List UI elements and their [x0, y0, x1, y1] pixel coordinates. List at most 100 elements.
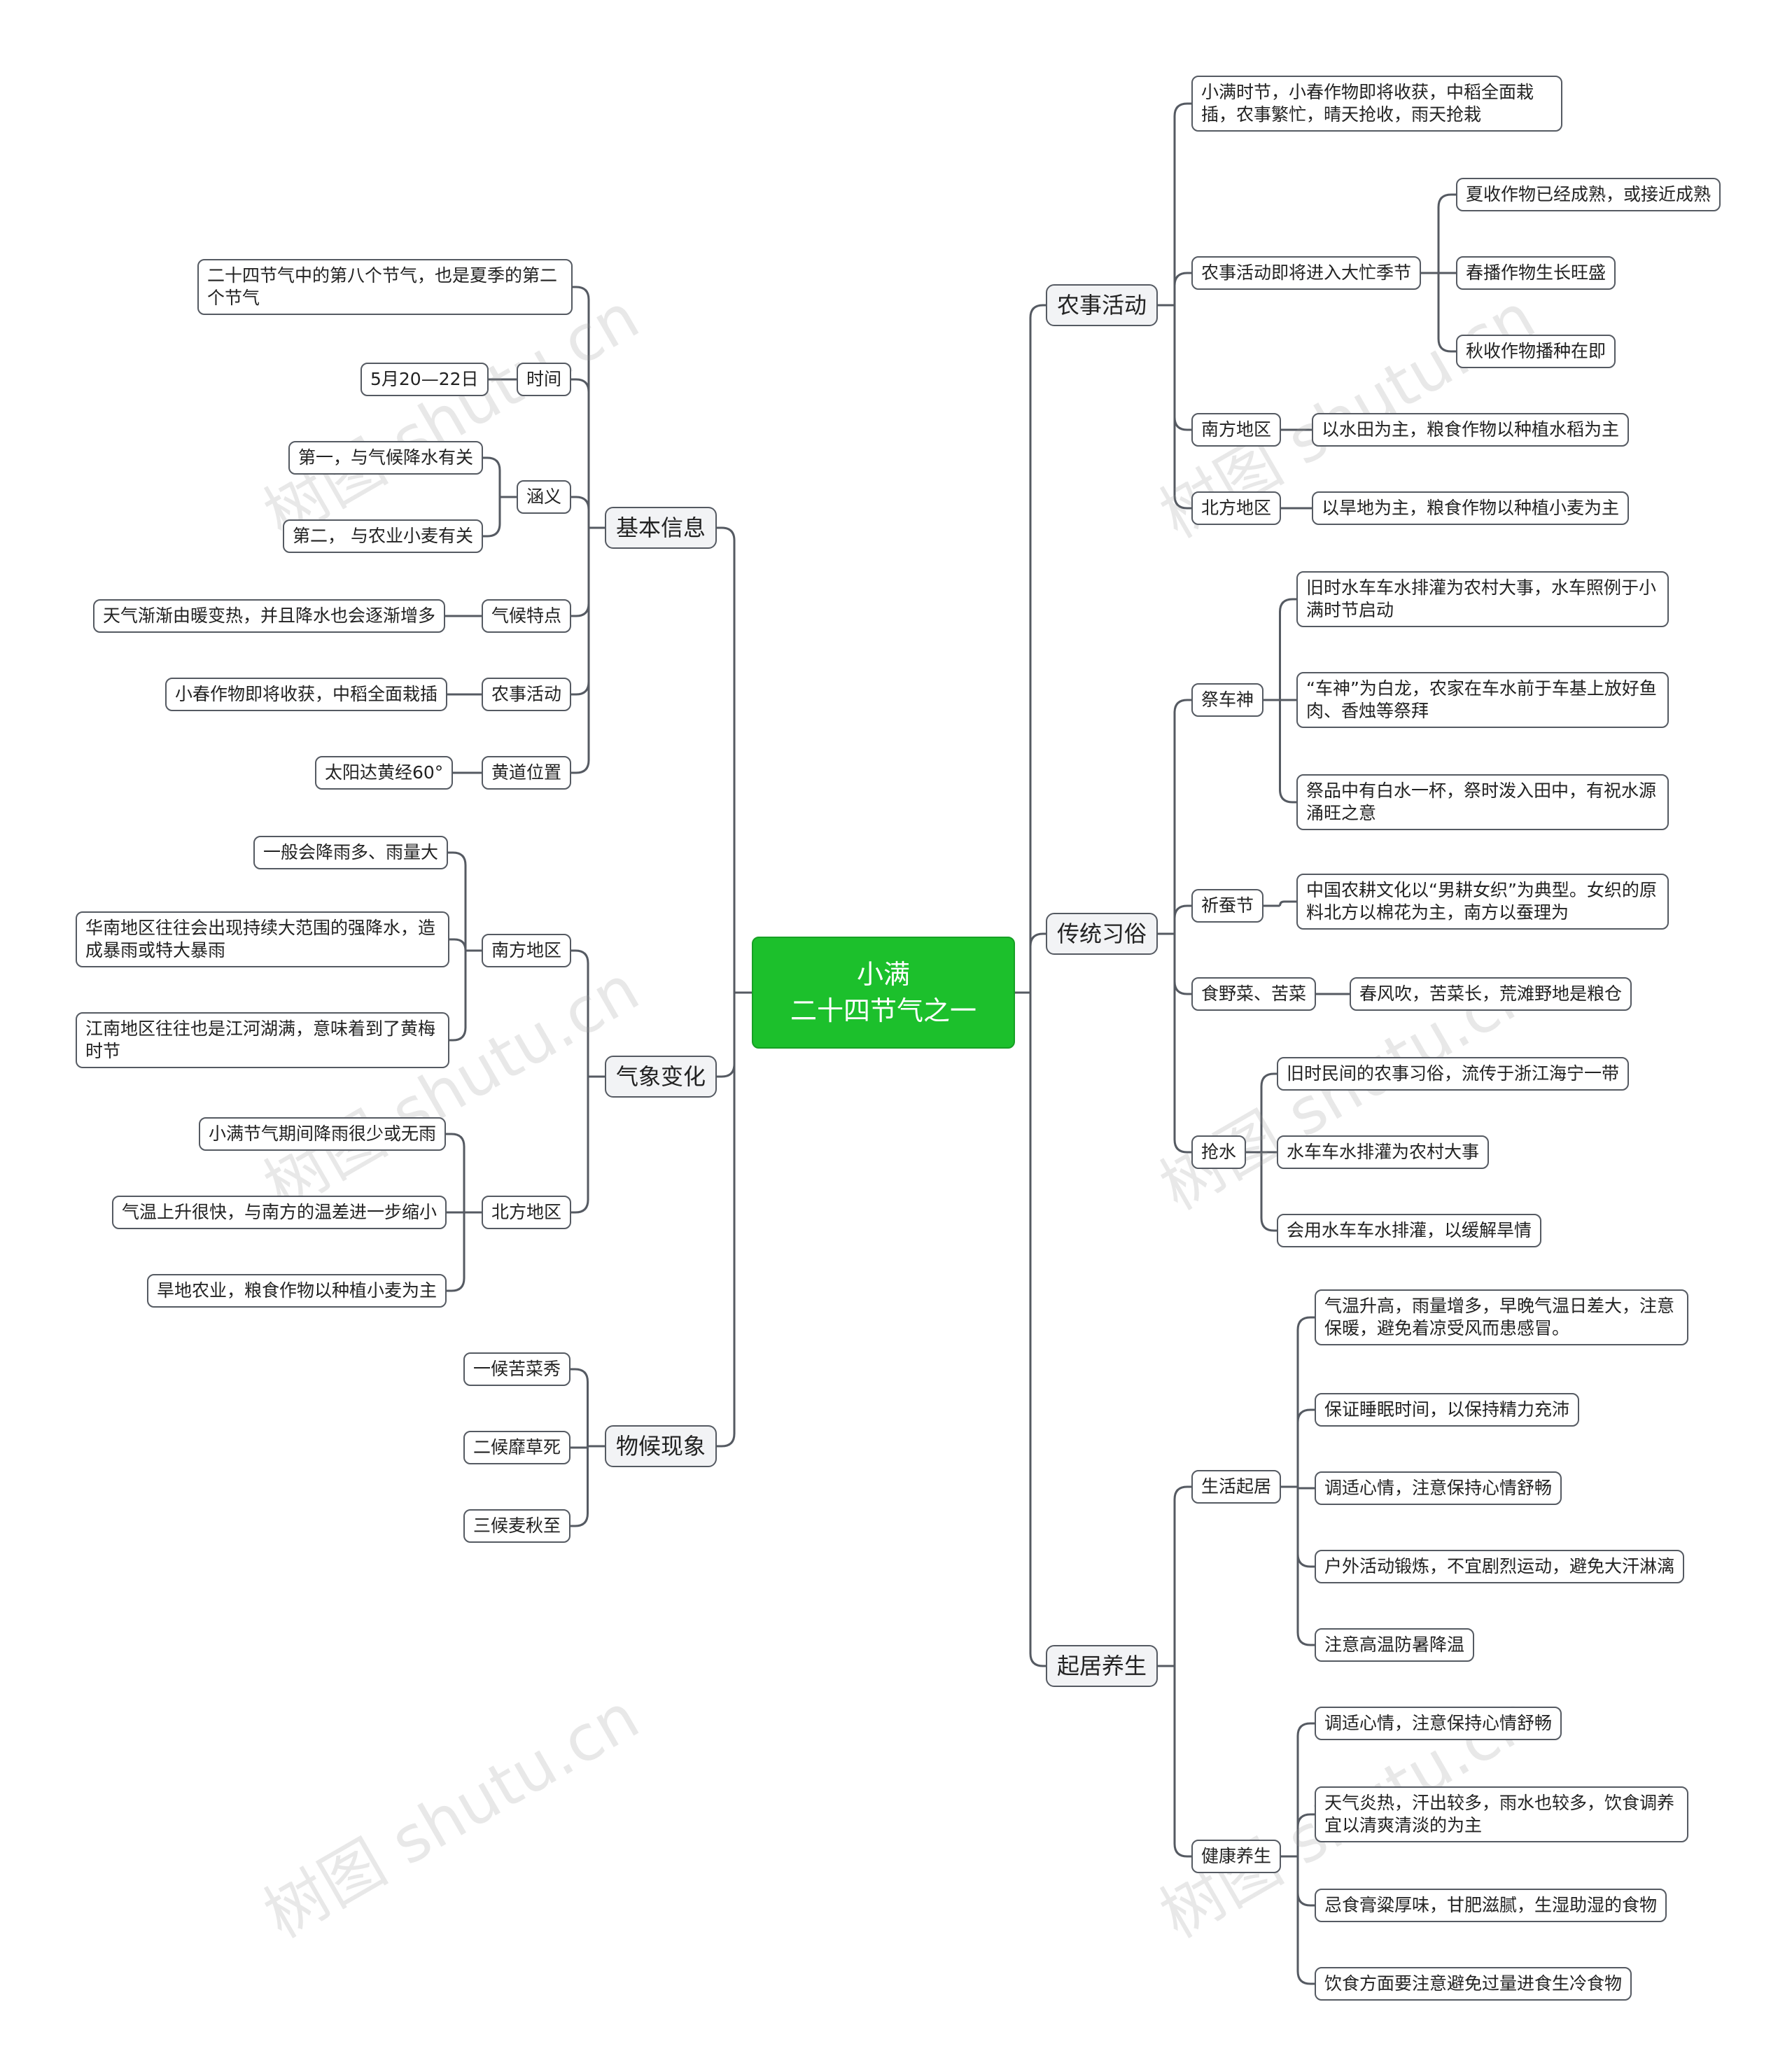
- daily-life-item[interactable]: 户外活动锻炼，不宜剧烈运动，避免大汗淋漓: [1315, 1550, 1685, 1583]
- phenology-item[interactable]: 一候苦菜秀: [463, 1352, 571, 1386]
- busy-season-label[interactable]: 农事活动即将进入大忙季节: [1191, 256, 1422, 290]
- connector-line: [483, 497, 501, 538]
- cart-god-item[interactable]: “车神”为白龙，农家在车水前于车基上放好鱼肉、香烛等祭拜: [1296, 672, 1669, 728]
- phenology-item[interactable]: 三候麦秋至: [463, 1509, 571, 1543]
- daily-life-item[interactable]: 保证睡眠时间，以保持精力充沛: [1315, 1393, 1580, 1427]
- connector-line: [1296, 1813, 1315, 1856]
- wild-herbs-value[interactable]: 春风吹，苦菜长，荒滩野地是粮仓: [1350, 977, 1632, 1011]
- branch-customs[interactable]: 传统习俗: [1046, 913, 1158, 955]
- connector-line: [1296, 1486, 1315, 1490]
- branch-health[interactable]: 起居养生: [1046, 1645, 1158, 1687]
- ecliptic-value[interactable]: 太阳达黄经60°: [315, 756, 454, 790]
- branch-phenology[interactable]: 物候现象: [605, 1425, 718, 1467]
- connector-line: [1173, 904, 1191, 934]
- basic-farm-value[interactable]: 小春作物即将收获，中稻全面栽插: [165, 678, 448, 711]
- meaning-item[interactable]: 第二， 与农业小麦有关: [283, 519, 483, 553]
- branch-farming[interactable]: 农事活动: [1046, 284, 1158, 326]
- connector-line: [1260, 1152, 1277, 1232]
- water-grab-item[interactable]: 水车车水排灌为农村大事: [1277, 1135, 1490, 1169]
- water-grab-item[interactable]: 旧时民间的农事习俗，流传于浙江海宁一带: [1277, 1057, 1630, 1091]
- water-grab-item[interactable]: 会用水车车水排灌，以缓解旱情: [1277, 1214, 1542, 1247]
- health-care-item[interactable]: 饮食方面要注意避免过量进食生冷食物: [1315, 1967, 1632, 2001]
- connector-line: [447, 1212, 465, 1292]
- weather-north-label[interactable]: 北方地区: [482, 1196, 572, 1229]
- silkworm-festival-label[interactable]: 祈蚕节: [1191, 889, 1264, 923]
- weather-south-label[interactable]: 南方地区: [482, 934, 572, 967]
- connector-line: [717, 993, 736, 1078]
- climate-label[interactable]: 气候特点: [482, 599, 572, 633]
- connector-line: [1029, 993, 1046, 1667]
- cart-god-item[interactable]: 旧时水车车水排灌为农村大事，水车照例于小满时节启动: [1296, 571, 1669, 627]
- busy-season-item[interactable]: 夏收作物已经成熟，或接近成熟: [1456, 178, 1721, 211]
- climate-value[interactable]: 天气渐渐由暖变热，并且降水也会逐渐增多: [93, 599, 446, 633]
- farm-south-value[interactable]: 以水田为主，粮食作物以种植水稻为主: [1312, 413, 1630, 447]
- health-care-item[interactable]: 忌食膏粱厚味，甘肥滋腻，生湿助湿的食物: [1315, 1889, 1667, 1922]
- basic-farm-label[interactable]: 农事活动: [482, 678, 572, 711]
- connector-line: [1173, 305, 1191, 510]
- phenology-item[interactable]: 二候靡草死: [463, 1431, 571, 1464]
- time-label[interactable]: 时间: [517, 363, 572, 396]
- connector-line: [1173, 934, 1191, 1154]
- connector-line: [448, 851, 467, 951]
- busy-season-item[interactable]: 秋收作物播种在即: [1456, 335, 1616, 368]
- weather-north-item[interactable]: 气温上升很快，与南方的温差进一步缩小: [112, 1196, 447, 1229]
- branch-weather[interactable]: 气象变化: [605, 1056, 718, 1098]
- connector-line: [571, 1077, 589, 1214]
- basic-description[interactable]: 二十四节气中的第八个节气，也是夏季的第二个节气: [197, 259, 573, 315]
- connector-line: [571, 949, 589, 1077]
- weather-north-item[interactable]: 小满节气期间降雨很少或无雨: [199, 1117, 447, 1151]
- connector-line: [1437, 193, 1456, 273]
- meaning-item[interactable]: 第一，与气候降水有关: [288, 441, 484, 475]
- connector-line: [1173, 699, 1191, 934]
- connector-line: [1173, 1666, 1191, 1858]
- connector-line: [1296, 1316, 1315, 1487]
- connector-line: [449, 938, 467, 951]
- weather-south-item[interactable]: 江南地区往往也是江河湖满，意味着到了黄梅时节: [76, 1012, 449, 1068]
- connector-line: [483, 456, 501, 497]
- branch-basic-info[interactable]: 基本信息: [605, 507, 718, 549]
- silkworm-festival-value[interactable]: 中国农耕文化以“男耕女织”为典型。女织的原料北方以棉花为主，南方以蚕理为: [1296, 874, 1669, 930]
- health-care-item[interactable]: 天气炎热，汗出较多，雨水也较多，饮食调养宜以清爽清淡的为主: [1315, 1786, 1688, 1842]
- farm-north-label[interactable]: 北方地区: [1191, 491, 1282, 525]
- wild-herbs-label[interactable]: 食野菜、苦菜: [1191, 977, 1317, 1011]
- root-subtitle: 二十四节气之一: [790, 995, 976, 1026]
- connector-line: [1437, 273, 1456, 353]
- meaning-label[interactable]: 涵义: [517, 480, 572, 514]
- cart-god-item[interactable]: 祭品中有白水一杯，祭时泼入田中，有祝水源涌旺之意: [1296, 774, 1669, 830]
- water-grab-label[interactable]: 抢水: [1191, 1135, 1247, 1169]
- root-node[interactable]: 小满 二十四节气之一: [752, 937, 1015, 1049]
- connector-line: [1279, 900, 1296, 906]
- health-care-item[interactable]: 调适心情，注意保持心情舒畅: [1315, 1707, 1562, 1740]
- health-care-label[interactable]: 健康养生: [1191, 1840, 1282, 1873]
- connector-line: [1296, 1408, 1315, 1487]
- busy-season-item[interactable]: 春播作物生长旺盛: [1456, 256, 1616, 290]
- connector-line: [1173, 934, 1191, 995]
- connector-line: [1173, 272, 1191, 305]
- connector-line: [571, 528, 590, 774]
- connector-line: [570, 1446, 589, 1527]
- ecliptic-label[interactable]: 黄道位置: [482, 756, 572, 790]
- connector-line: [573, 286, 590, 528]
- connector-line: [1260, 1072, 1277, 1152]
- connector-line: [570, 1446, 589, 1449]
- farm-south-label[interactable]: 南方地区: [1191, 413, 1282, 447]
- weather-south-item[interactable]: 一般会降雨多、雨量大: [253, 836, 449, 869]
- daily-life-item[interactable]: 调适心情，注意保持心情舒畅: [1315, 1471, 1562, 1505]
- daily-life-label[interactable]: 生活起居: [1191, 1470, 1282, 1504]
- daily-life-item[interactable]: 气温升高，雨量增多，早晚气温日差大，注意保暖，避免着凉受风而患感冒。: [1315, 1289, 1688, 1345]
- connector-line: [570, 1368, 589, 1446]
- connector-line: [571, 378, 590, 528]
- cart-god-label[interactable]: 祭车神: [1191, 683, 1264, 717]
- connector-line: [1296, 1856, 1315, 1985]
- connector-line: [446, 1133, 465, 1212]
- weather-south-item[interactable]: 华南地区往往会出现持续大范围的强降水，造成暴雨或特大暴雨: [76, 911, 449, 967]
- farming-summary[interactable]: 小满时节，小春作物即将收获，中稻全面栽插，农事繁忙，晴天抢收，雨天抢栽: [1191, 76, 1562, 132]
- daily-life-item[interactable]: 注意高温防暑降温: [1315, 1628, 1475, 1662]
- connector-line: [1029, 304, 1046, 993]
- weather-north-item[interactable]: 旱地农业，粮食作物以种植小麦为主: [147, 1274, 447, 1308]
- time-value[interactable]: 5月20—22日: [360, 363, 489, 396]
- connector-line: [717, 526, 736, 993]
- connector-line: [1296, 1722, 1315, 1856]
- connector-line: [449, 951, 467, 1042]
- farm-north-value[interactable]: 以旱地为主，粮食作物以种植小麦为主: [1312, 491, 1630, 525]
